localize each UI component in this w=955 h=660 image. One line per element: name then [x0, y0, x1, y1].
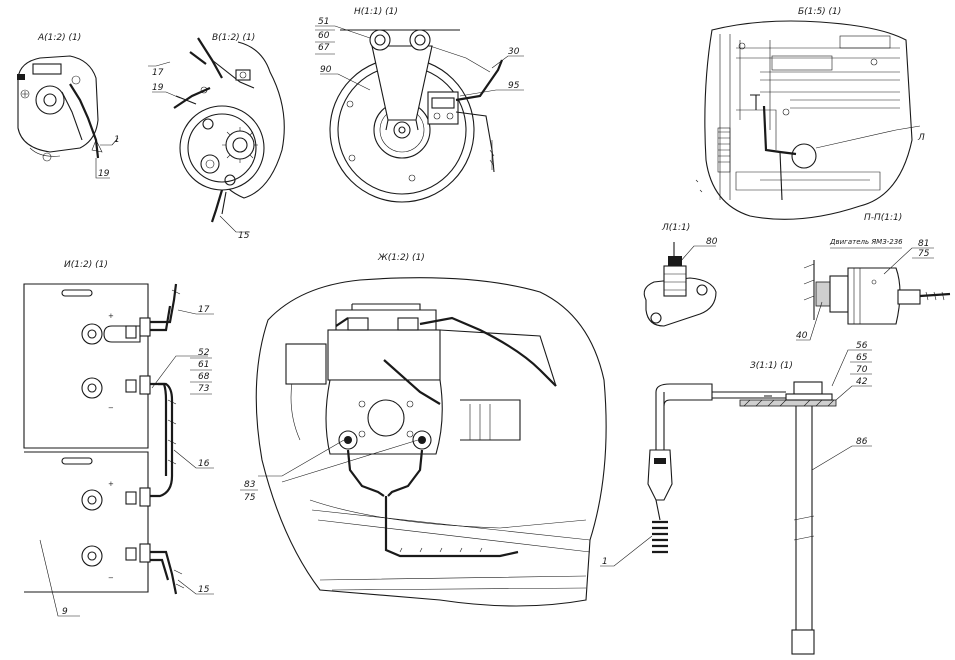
- n-label-30: 30: [508, 47, 520, 57]
- z-label-1: 1: [602, 557, 608, 567]
- p-label-40: 40: [796, 331, 808, 341]
- z-label-70: 70: [856, 365, 868, 375]
- view-zh: Ж(1:2) (1) 83 75: [240, 253, 607, 607]
- view-n-title: Н(1:1) (1): [354, 7, 398, 17]
- n-label-95: 95: [508, 81, 520, 91]
- v-label-19: 19: [152, 83, 164, 93]
- zh-label-75: 75: [244, 493, 256, 503]
- view-v-title: В(1:2) (1): [212, 33, 255, 43]
- view-b: Б(1:5) (1) Л: [695, 7, 925, 220]
- i-label-73: 73: [198, 384, 210, 394]
- a-label-19: 19: [98, 169, 110, 179]
- battery-terminals: + − + −: [81, 312, 114, 582]
- p-label-engine: Двигатель ЯМЗ-236: [829, 238, 903, 246]
- svg-text:+: +: [108, 312, 114, 320]
- v-label-17: 17: [152, 68, 164, 78]
- view-v: В(1:2) (1) 17 19 15: [148, 33, 285, 241]
- z-label-42: 42: [856, 377, 868, 387]
- svg-text:−: −: [108, 574, 114, 582]
- view-a: А(1:2) (1) 1 19: [17, 33, 120, 179]
- p-label-81: 81: [918, 239, 929, 249]
- view-z: З(1:1) (1) 56 65 70 42 86 1: [600, 341, 872, 655]
- l-label-80: 80: [706, 237, 718, 247]
- view-z-title: З(1:1) (1): [750, 361, 793, 371]
- view-n: Н(1:1) (1) 51 60 67 90 30 95: [315, 7, 524, 203]
- i-label-52: 52: [198, 348, 210, 358]
- i-label-61: 61: [198, 360, 209, 370]
- z-label-56: 56: [856, 341, 868, 351]
- view-l: Л(1:1) 80: [643, 223, 718, 327]
- view-i: И(1:2) (1) + − + −: [23, 260, 214, 617]
- view-a-title: А(1:2) (1): [37, 33, 81, 43]
- v-label-15: 15: [238, 231, 250, 241]
- zh-label-83: 83: [244, 480, 256, 490]
- view-p: П-П(1:1) Двигатель ЯМЗ-236 81 75 40: [796, 213, 951, 341]
- view-i-title: И(1:2) (1): [64, 260, 108, 270]
- i-label-9: 9: [62, 607, 68, 617]
- n-label-67: 67: [318, 43, 330, 53]
- i-label-68: 68: [198, 372, 210, 382]
- view-zh-title: Ж(1:2) (1): [377, 253, 425, 263]
- view-l-title: Л(1:1): [661, 223, 690, 233]
- i-label-17: 17: [198, 305, 210, 315]
- a-label-1: 1: [114, 135, 120, 145]
- p-label-75: 75: [918, 249, 930, 259]
- i-label-15: 15: [198, 585, 210, 595]
- b-label-l: Л: [917, 133, 925, 143]
- n-label-51: 51: [318, 17, 329, 27]
- view-b-title: Б(1:5) (1): [798, 7, 841, 17]
- z-label-65: 65: [856, 353, 868, 363]
- i-label-16: 16: [198, 459, 210, 469]
- z-label-86: 86: [856, 437, 868, 447]
- svg-text:−: −: [108, 404, 114, 412]
- n-label-90: 90: [320, 65, 332, 75]
- svg-text:+: +: [108, 480, 114, 488]
- n-label-60: 60: [318, 31, 330, 41]
- view-p-title: П-П(1:1): [864, 213, 902, 223]
